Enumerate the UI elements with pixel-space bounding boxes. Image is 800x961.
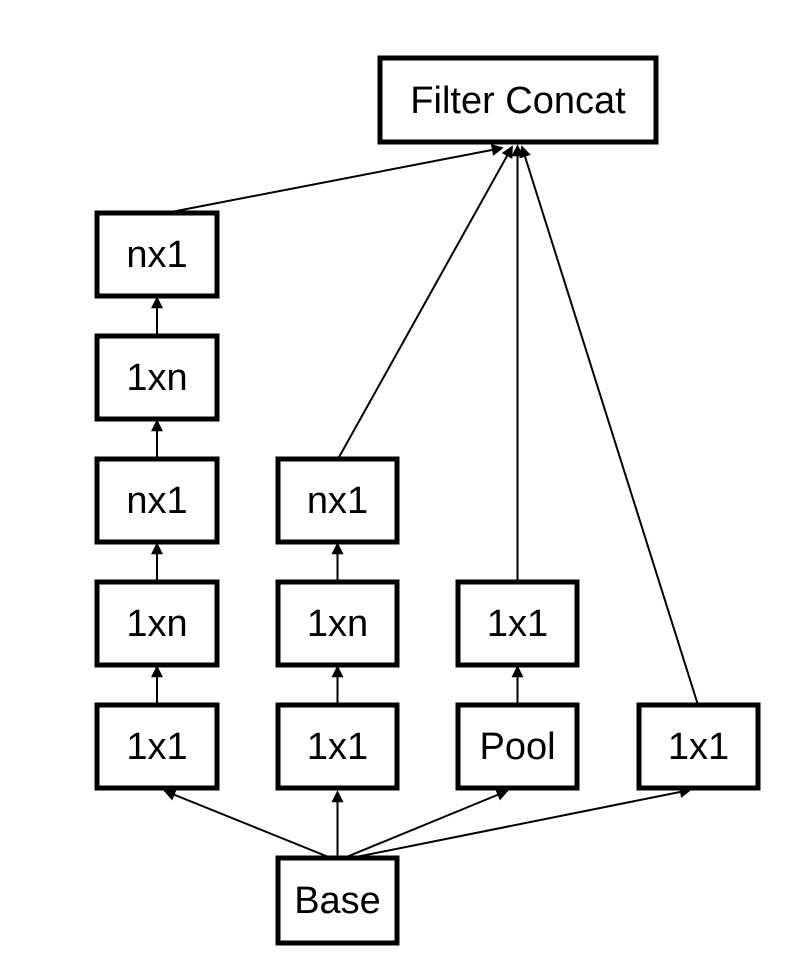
node-label: nx1 [126,480,187,522]
node-filter-concat: Filter Concat [377,55,659,145]
node-b2-nx1: nx1 [275,456,400,545]
node-box [377,55,659,145]
node-box [275,456,400,545]
node-b1-1xn-lower: 1xn [94,579,220,668]
edge-b2-to-concat [337,145,513,460]
edge-base-to-b3 [343,789,509,859]
node-box [636,702,761,791]
edge-base-to-b4 [350,786,692,859]
node-b4-1x1: 1x1 [636,702,761,791]
node-b3-pool: Pool [455,702,580,791]
node-b1-nx1-upper: nx1 [94,210,220,299]
node-box [94,702,220,791]
node-box [94,210,220,299]
node-label: 1x1 [126,726,187,768]
node-b1-nx1-lower: nx1 [94,456,220,545]
node-box [275,702,400,791]
edges-layer [151,144,699,859]
node-base: Base [275,855,400,946]
node-box [94,579,220,668]
node-label: nx1 [126,234,187,276]
edge-b1-to-concat [165,144,504,214]
node-label: 1xn [126,603,187,645]
node-b1-1x1: 1x1 [94,702,220,791]
node-box [455,702,580,791]
node-box [275,855,400,946]
node-box [455,579,580,668]
edge-base-to-b1 [163,789,332,859]
node-label: 1x1 [487,603,548,645]
node-b1-1xn-upper: 1xn [94,333,220,422]
node-label: nx1 [307,480,368,522]
node-label: 1x1 [307,726,368,768]
node-label: 1x1 [668,726,729,768]
node-label: Filter Concat [410,80,626,122]
edge-b4-to-concat [519,145,699,706]
node-box [94,456,220,545]
node-label: 1xn [126,357,187,399]
node-b3-1x1: 1x1 [455,579,580,668]
node-box [94,333,220,422]
node-b2-1x1: 1x1 [275,702,400,791]
node-box [275,579,400,668]
node-b2-1xn: 1xn [275,579,400,668]
node-label: Pool [479,726,555,768]
node-label: Base [294,880,381,922]
node-label: 1xn [307,603,368,645]
